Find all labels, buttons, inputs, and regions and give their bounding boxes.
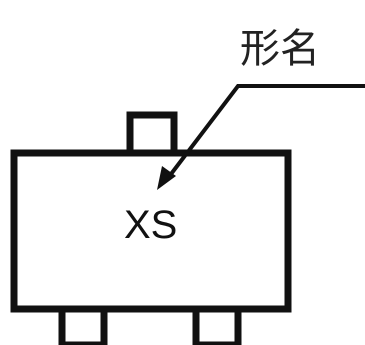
callout-label: 形名 <box>240 26 320 72</box>
marking-text: XS <box>124 203 177 247</box>
package-body <box>10 149 292 313</box>
leader-line <box>166 84 365 180</box>
leader-arrowhead <box>157 166 176 190</box>
top-lead <box>126 111 178 157</box>
